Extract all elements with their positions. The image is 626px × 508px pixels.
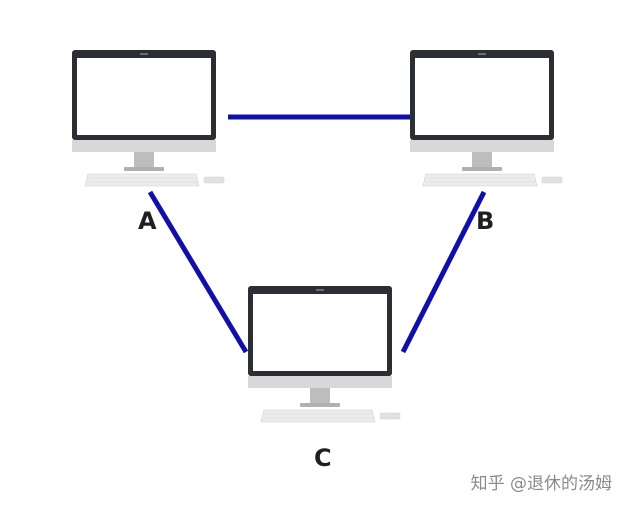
- node-label-a: A: [138, 207, 157, 235]
- computer-c-icon: [247, 285, 401, 423]
- computer-b-icon: [409, 49, 563, 187]
- link-a-c: [147, 190, 249, 354]
- node-label-b: B: [476, 207, 495, 235]
- watermark: 知乎 @退休的汤姆: [470, 474, 612, 494]
- computer-a-icon: [71, 49, 225, 187]
- node-label-c: C: [314, 444, 332, 472]
- link-b-c: [400, 190, 487, 354]
